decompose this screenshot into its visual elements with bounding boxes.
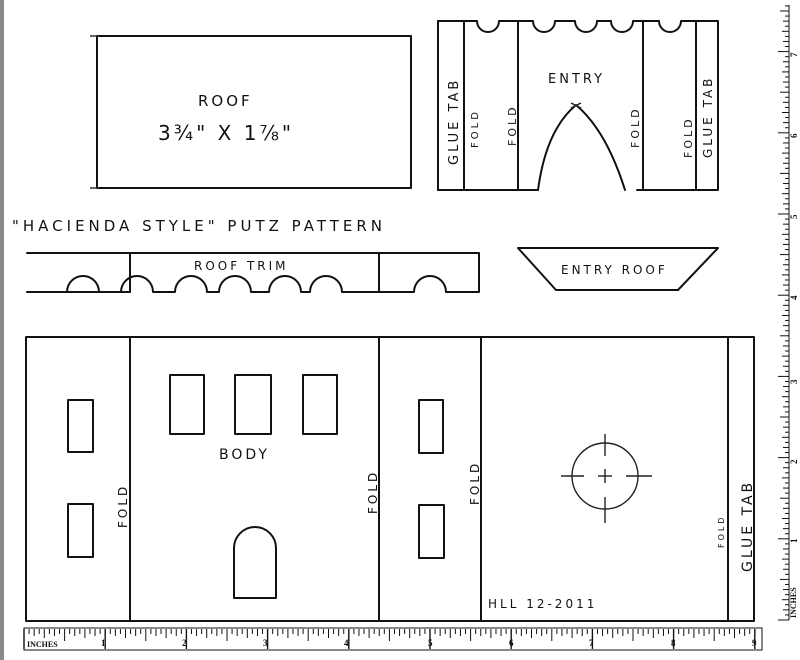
side-ruler-4: 4	[789, 295, 799, 300]
entry-glue-tab-right: GLUE TAB	[701, 76, 715, 158]
entry-roof-piece: ENTRY ROOF	[517, 247, 719, 291]
entry-label: ENTRY	[548, 72, 605, 87]
bottom-ruler-8: 8	[671, 638, 676, 648]
side-ruler-3: 3	[789, 379, 799, 384]
body-label: BODY	[219, 447, 270, 463]
side-ruler-unit: INCHES	[789, 587, 798, 618]
bottom-ruler: INCHES 1 2 3 4 5 6 7 8 9	[23, 627, 763, 651]
roof-trim-label: ROOF TRIM	[194, 259, 289, 273]
pattern-title: "HACIENDA STYLE" PUTZ PATTERN	[12, 217, 386, 235]
bottom-ruler-unit: INCHES	[27, 640, 58, 649]
bottom-ruler-4: 4	[344, 638, 349, 648]
body-piece: BODY FOLD FOLD FOLD FOLD GLUE TAB HLL 12…	[25, 336, 756, 622]
entry-fold-4: FOLD	[682, 116, 695, 158]
side-ruler-ticks	[778, 5, 789, 621]
entry-glue-tab-left: GLUE TAB	[447, 78, 462, 165]
roof-piece: ROOF 3¾" X 1⅞"	[90, 35, 412, 189]
roof-label: ROOF	[198, 92, 253, 110]
bottom-ruler-6: 6	[509, 638, 514, 648]
body-fold-1: FOLD	[116, 484, 130, 528]
body-fold-4: FOLD	[717, 514, 726, 548]
side-ruler: INCHES 1 2 3 4 5 6 7	[778, 5, 799, 621]
roof-dimensions: 3¾" X 1⅞"	[158, 121, 294, 145]
bottom-ruler-3: 3	[263, 638, 268, 648]
bottom-ruler-2: 2	[182, 638, 187, 648]
body-fold-3: FOLD	[468, 461, 482, 505]
side-ruler-5: 5	[789, 214, 799, 219]
signature: HLL 12-2011	[488, 597, 597, 611]
entry-piece: ENTRY GLUE TAB FOLD FOLD FOLD FOLD GLUE …	[437, 20, 719, 191]
entry-fold-3: FOLD	[629, 106, 642, 148]
side-ruler-7: 7	[789, 52, 799, 57]
scan-edge	[0, 0, 4, 660]
side-ruler-2: 2	[789, 459, 799, 464]
side-ruler-6: 6	[789, 133, 799, 138]
bottom-ruler-ticks	[23, 629, 756, 649]
entry-fold-2: FOLD	[506, 104, 519, 146]
side-ruler-1: 1	[789, 538, 799, 543]
bottom-ruler-5: 5	[428, 638, 433, 648]
entry-fold-1: FOLD	[470, 109, 481, 148]
roof-trim-piece: ROOF TRIM	[26, 252, 480, 293]
body-glue-tab: GLUE TAB	[740, 480, 756, 572]
bottom-ruler-1: 1	[101, 638, 106, 648]
bottom-ruler-9: 9	[752, 638, 757, 648]
entry-roof-label: ENTRY ROOF	[561, 263, 668, 277]
bottom-ruler-7: 7	[589, 638, 594, 648]
body-fold-2: FOLD	[366, 470, 380, 514]
